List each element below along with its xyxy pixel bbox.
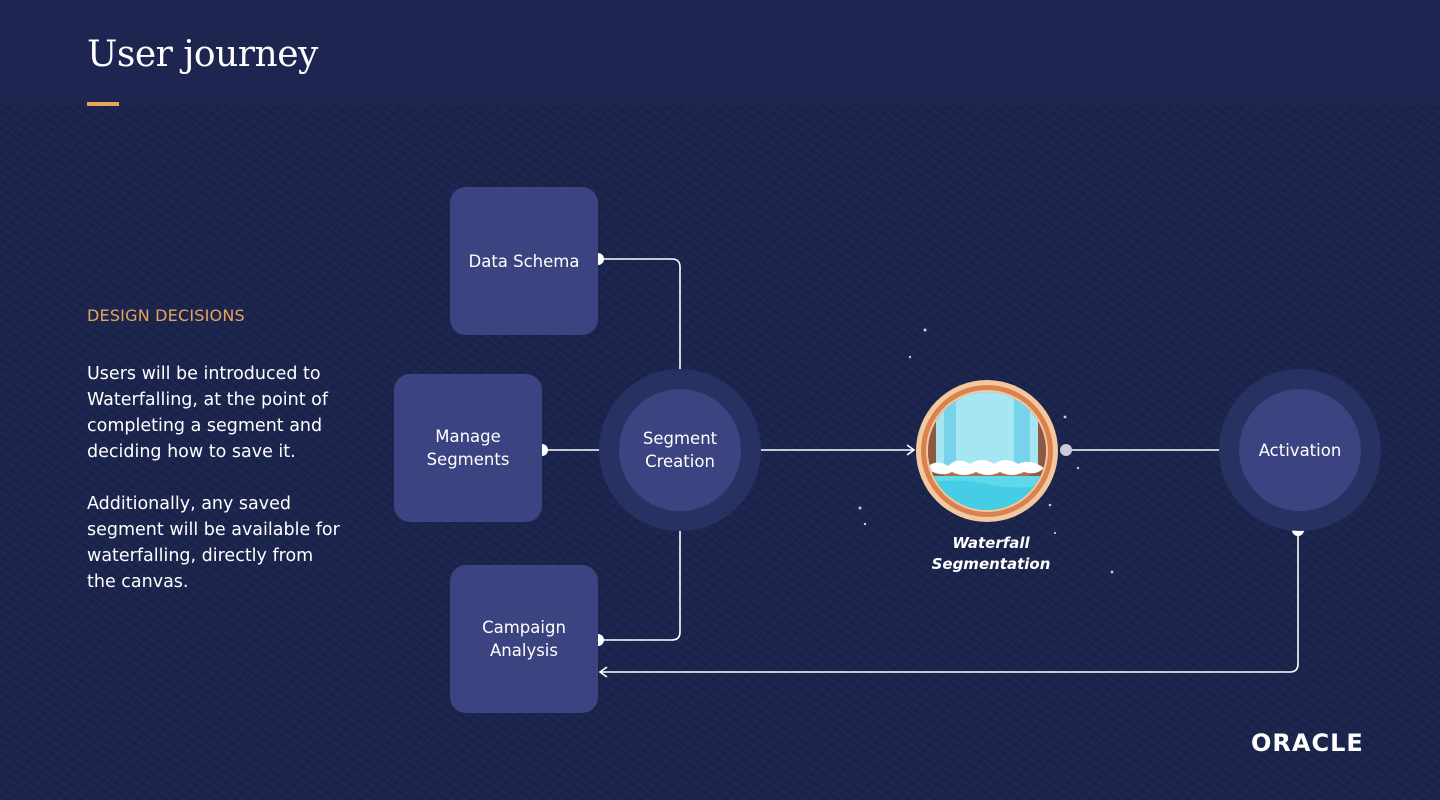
waterfall-node[interactable] bbox=[916, 380, 1058, 522]
node-activation[interactable]: Activation bbox=[1239, 389, 1361, 511]
node-data-schema-label: Data Schema bbox=[468, 251, 580, 271]
node-segment-creation-label: Segment Creation bbox=[642, 429, 718, 471]
section-label: DESIGN DECISIONS bbox=[87, 306, 245, 325]
header-bar bbox=[0, 0, 1440, 106]
connector-activation-loop bbox=[598, 530, 1299, 678]
node-campaign-analysis-label: Campaign Analysis bbox=[482, 618, 566, 660]
node-segment-creation[interactable]: Segment Creation bbox=[619, 389, 741, 511]
page-title: User journey bbox=[87, 34, 318, 75]
node-manage-segments-label: Manage Segments bbox=[426, 427, 510, 469]
node-campaign-analysis[interactable]: Campaign Analysis bbox=[450, 565, 598, 713]
design-paragraph-2: Additionally, any saved segment will be … bbox=[87, 494, 340, 592]
sparkle-particles bbox=[858, 328, 1114, 574]
connector-campaign-analysis bbox=[598, 512, 686, 641]
waterfall-illustration-icon bbox=[921, 385, 1053, 517]
oracle-logo: ORACLE bbox=[1251, 729, 1364, 757]
title-underline bbox=[87, 102, 119, 106]
connector-data-schema bbox=[598, 258, 686, 388]
node-manage-segments[interactable]: Manage Segments bbox=[394, 374, 542, 522]
connector-dot-waterfall bbox=[1060, 444, 1072, 456]
node-data-schema[interactable]: Data Schema bbox=[450, 187, 598, 335]
waterfall-caption: Waterfall Segmentation bbox=[931, 534, 1051, 573]
node-activation-label: Activation bbox=[1258, 440, 1342, 460]
design-paragraph-1: Users will be introduced to Waterfalling… bbox=[87, 364, 329, 462]
